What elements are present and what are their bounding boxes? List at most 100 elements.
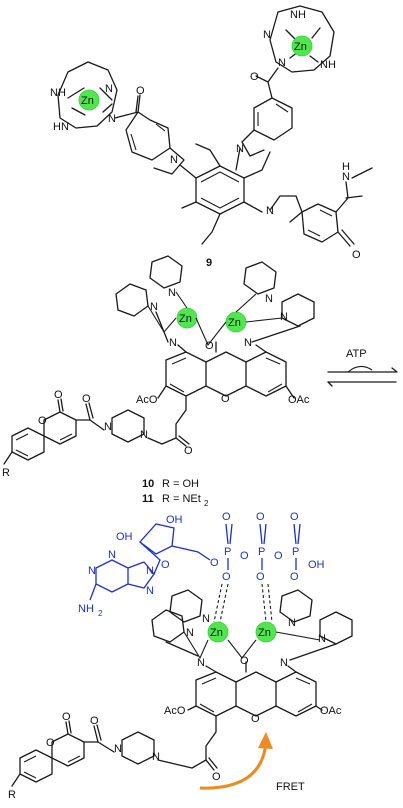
- zn-label: Zn: [258, 627, 271, 639]
- zn-label: Zn: [294, 41, 307, 53]
- xanthene-right-ring: [245, 351, 287, 397]
- indole-n-label: N: [266, 205, 274, 217]
- oh-label: OH: [116, 531, 133, 543]
- adenine-n-label: N: [146, 585, 154, 597]
- amide-h-label: H: [342, 161, 350, 173]
- adenine-pyrimidine: [95, 559, 129, 593]
- nh2-subscript: 2: [98, 609, 103, 618]
- indole-n-label: N: [170, 154, 178, 166]
- xanthene-right-ring: [275, 671, 317, 717]
- atp-complex: OH OH O O P O P O P OH O O O O O O N N: [8, 511, 353, 801]
- n-label: N: [278, 57, 286, 69]
- lower-indole: N N H O: [266, 161, 373, 261]
- ribose: [139, 523, 175, 555]
- zn-label: Zn: [179, 313, 192, 325]
- compound-11-number: 11: [142, 493, 154, 505]
- amide-n-label: N: [342, 171, 350, 183]
- equilibrium-arrow: ATP: [327, 348, 398, 387]
- o-label: O: [256, 511, 265, 523]
- adenine-n-label: N: [146, 565, 154, 577]
- n-label: N: [265, 293, 273, 305]
- pyridine-ring: [151, 609, 185, 643]
- n-label: N: [288, 617, 296, 629]
- n-label: N: [280, 311, 288, 323]
- n-label: N: [202, 613, 210, 625]
- o-label: O: [222, 571, 231, 583]
- lactone-carbonyl-o-label: O: [62, 711, 71, 723]
- upper-indole: N: [236, 97, 293, 157]
- lactone-carbonyl-o-label: O: [54, 389, 63, 401]
- n-label: N: [105, 83, 113, 95]
- carbonyl-o-label: O: [352, 249, 361, 261]
- nh2-label: NH: [78, 603, 94, 615]
- hn-label: HN: [53, 121, 69, 133]
- zn-ion: [207, 621, 229, 643]
- left-cyclen: Zn NH HN N N: [50, 61, 118, 133]
- compound-11-subscript: 2: [204, 499, 209, 508]
- xanthene-mid: [235, 671, 277, 717]
- piperazine-n-label: N: [140, 429, 148, 441]
- phenoxide-o-label: O: [205, 340, 214, 352]
- adenine-n-label: N: [88, 565, 96, 577]
- o-label: O: [274, 550, 283, 562]
- pyridine-ring: [149, 255, 183, 289]
- r-label: R: [8, 789, 16, 801]
- compound-10-number: 10: [142, 478, 154, 490]
- atp-label: ATP: [346, 348, 367, 360]
- xanthene-o-label: O: [221, 393, 230, 405]
- compound-9-number: 9: [206, 257, 212, 269]
- xanthene-left-ring: [165, 351, 207, 397]
- ketone-o-label: O: [212, 771, 221, 783]
- o-label: O: [290, 511, 299, 523]
- nh-label: NH: [320, 59, 336, 71]
- amine-n-label: N: [169, 337, 177, 349]
- coumarin-pyrone: [51, 733, 85, 767]
- aco-label: AcO: [164, 705, 186, 717]
- piperazine: [121, 731, 155, 765]
- n-label: N: [186, 627, 194, 639]
- piperazine-n-label: N: [152, 751, 160, 763]
- oh-label: OH: [166, 514, 183, 526]
- central-benzene: [181, 143, 271, 245]
- zn-ion-right: [291, 35, 313, 57]
- p-label: P: [292, 546, 299, 558]
- pyridine-ring: [169, 589, 203, 623]
- amide-o-label: O: [82, 393, 91, 405]
- zn-ion-left: [78, 89, 100, 111]
- fret-arrow: [199, 732, 273, 790]
- pyridine-ring: [243, 261, 277, 295]
- lactone-o-label: O: [46, 737, 55, 749]
- zn-label: Zn: [228, 317, 241, 329]
- amine-n-label: N: [280, 657, 288, 669]
- coumarin-benzo: [19, 749, 53, 783]
- right-cyclen: Zn NH NH N N: [263, 5, 336, 73]
- p-label: P: [224, 546, 231, 558]
- compound-11-rgroup: R = NEt: [162, 493, 201, 505]
- piperazine: [111, 409, 145, 443]
- atp-molecule: OH OH O O P O P O P OH O O O O O O N N: [78, 511, 325, 618]
- coumarin-pyrone: [43, 411, 77, 445]
- carbonyl-o-label: O: [136, 85, 145, 97]
- zn-label: Zn: [81, 95, 94, 107]
- compound-10-rgroup: R = OH: [162, 478, 199, 490]
- pyridine-ring: [319, 611, 353, 645]
- o-label: O: [210, 557, 219, 569]
- piperazine-n-label: N: [104, 421, 112, 433]
- nh-label: NH: [290, 9, 306, 21]
- zn-label: Zn: [210, 627, 223, 639]
- piperazine-n-label: N: [114, 743, 122, 755]
- carbonyl-o-label: O: [250, 71, 259, 83]
- indole-n-label: N: [236, 143, 244, 155]
- oac-label: OAc: [288, 394, 310, 406]
- oac-label: OAc: [320, 705, 342, 717]
- o-label: O: [290, 571, 299, 583]
- o-label: O: [256, 571, 265, 583]
- n-label: N: [168, 287, 176, 299]
- n-label: N: [150, 301, 158, 313]
- n-label: N: [318, 633, 326, 645]
- ribose-o-label: O: [161, 559, 170, 571]
- xanthene-mid: [205, 351, 247, 397]
- compound-10-11: N N N N Zn Zn N N O O AcO OAc O N N: [2, 255, 315, 508]
- left-indole: N: [125, 111, 185, 175]
